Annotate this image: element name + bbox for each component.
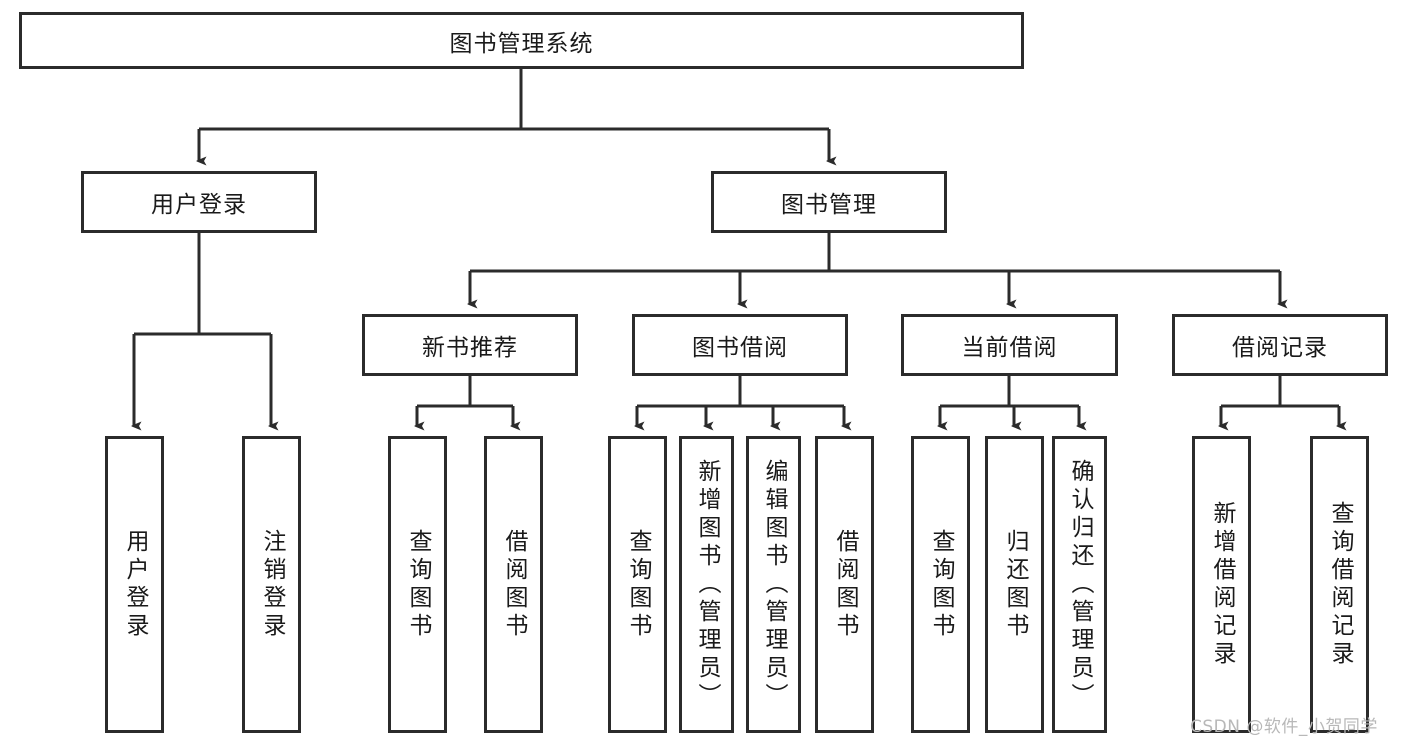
node-leaf-query-book-1[interactable]: 查询图书	[388, 436, 447, 733]
node-leaf-borrow-book-1-label: 借阅图书	[501, 528, 527, 641]
node-leaf-query-book-3[interactable]: 查询图书	[911, 436, 970, 733]
node-leaf-query-book-1-label: 查询图书	[405, 528, 431, 641]
node-leaf-borrow-book-2-label: 借阅图书	[832, 528, 858, 641]
node-leaf-query-record[interactable]: 查询借阅记录	[1310, 436, 1369, 733]
node-leaf-add-record-label: 新增借阅记录	[1209, 500, 1235, 669]
node-leaf-return-book[interactable]: 归还图书	[985, 436, 1044, 733]
node-leaf-user-login[interactable]: 用户登录	[105, 436, 164, 733]
node-leaf-user-logout-label: 注销登录	[259, 528, 285, 641]
node-current-borrow[interactable]: 当前借阅	[901, 314, 1118, 376]
node-borrow-record[interactable]: 借阅记录	[1172, 314, 1388, 376]
node-user-login-label: 用户登录	[151, 192, 247, 218]
node-borrow-record-label: 借阅记录	[1232, 335, 1328, 361]
node-root[interactable]: 图书管理系统	[19, 12, 1024, 69]
node-leaf-query-book-2-label: 查询图书	[625, 528, 651, 641]
node-book-borrow[interactable]: 图书借阅	[632, 314, 848, 376]
node-leaf-add-book[interactable]: 新增图书（管理员）	[679, 436, 734, 733]
node-leaf-user-login-label: 用户登录	[122, 528, 148, 641]
node-current-borrow-label: 当前借阅	[961, 335, 1058, 361]
node-leaf-query-book-2[interactable]: 查询图书	[608, 436, 667, 733]
node-leaf-edit-book-label: 编辑图书（管理员）	[761, 458, 787, 711]
node-book-manage[interactable]: 图书管理	[711, 171, 947, 233]
node-leaf-borrow-book-1[interactable]: 借阅图书	[484, 436, 543, 733]
node-user-login[interactable]: 用户登录	[81, 171, 317, 233]
node-new-book-rec[interactable]: 新书推荐	[362, 314, 578, 376]
node-root-label: 图书管理系统	[449, 30, 594, 57]
node-leaf-query-record-label: 查询借阅记录	[1327, 500, 1353, 669]
node-leaf-borrow-book-2[interactable]: 借阅图书	[815, 436, 874, 733]
node-leaf-confirm-return[interactable]: 确认归还（管理员）	[1052, 436, 1107, 733]
node-new-book-rec-label: 新书推荐	[422, 335, 518, 361]
node-leaf-return-book-label: 归还图书	[1002, 528, 1028, 641]
node-leaf-confirm-return-label: 确认归还（管理员）	[1067, 458, 1093, 711]
node-leaf-add-record[interactable]: 新增借阅记录	[1192, 436, 1251, 733]
node-leaf-user-logout[interactable]: 注销登录	[242, 436, 301, 733]
node-book-borrow-label: 图书借阅	[692, 335, 788, 361]
node-book-manage-label: 图书管理	[781, 192, 877, 218]
node-leaf-add-book-label: 新增图书（管理员）	[694, 458, 720, 711]
node-leaf-edit-book[interactable]: 编辑图书（管理员）	[746, 436, 801, 733]
node-leaf-query-book-3-label: 查询图书	[928, 528, 954, 641]
